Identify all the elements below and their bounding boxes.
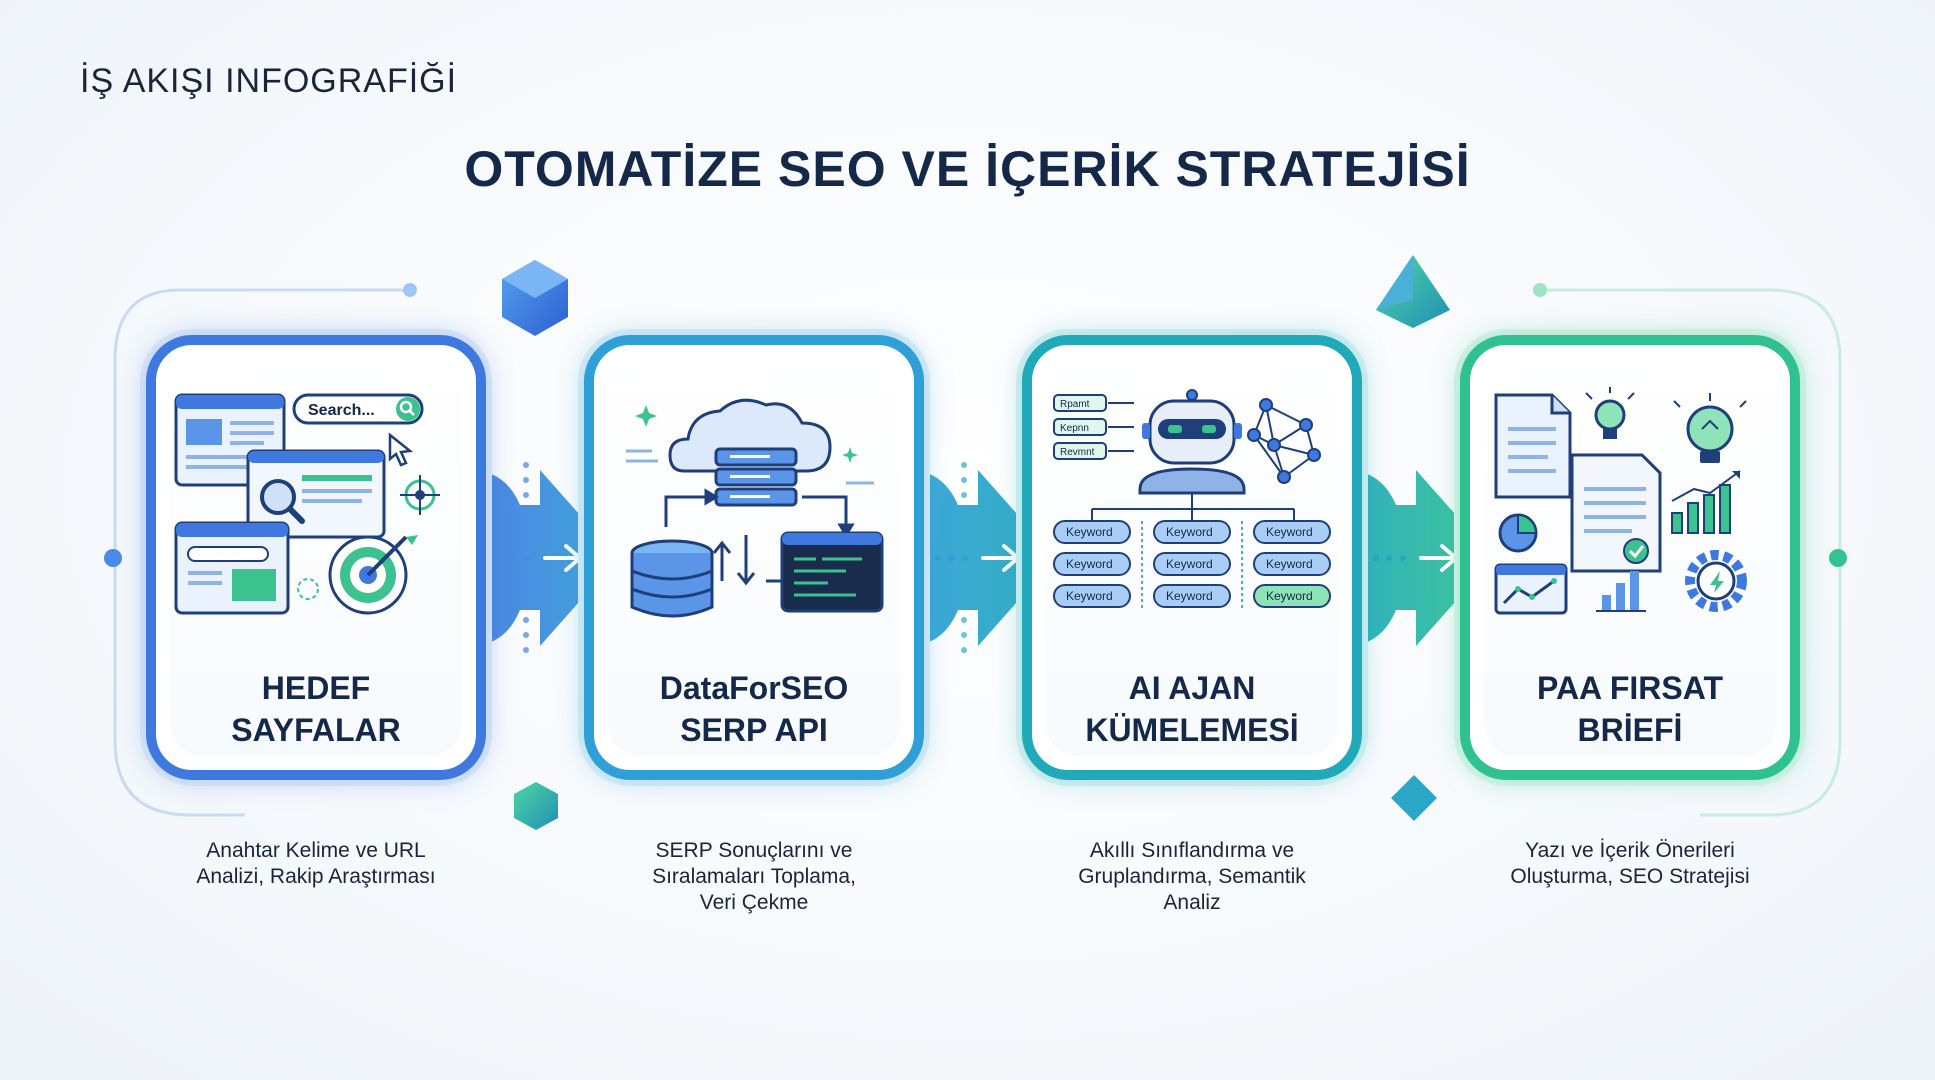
right-node-dot xyxy=(1829,549,1847,567)
step-description: Yazı ve İçerik Önerileri Oluşturma, SEO … xyxy=(1460,838,1800,890)
keyword-chip: Keyword xyxy=(1153,552,1231,576)
search-bar: Search... xyxy=(292,393,424,425)
keyword-label: Keyword xyxy=(1266,589,1313,603)
desc-line: Sıralamaları Toplama, xyxy=(652,865,856,888)
terminal-icon xyxy=(780,531,884,613)
step-card-ai-clustering: Rpamt Kepnn Revmnt Keyword Keyword Keyw xyxy=(1022,335,1362,780)
step-description: SERP Sonuçlarını ve Sıralamaları Toplama… xyxy=(584,838,924,916)
left-node-dot xyxy=(104,549,122,567)
keyword-label: Keyword xyxy=(1166,525,1213,539)
line-chart-icon xyxy=(1494,563,1568,615)
connector-arrow-3 xyxy=(1346,470,1494,646)
desc-line: Veri Çekme xyxy=(699,891,809,914)
keyword-label: Keyword xyxy=(1066,525,1113,539)
keyword-chip: Keyword xyxy=(1053,520,1131,544)
step-title-line: HEDEF xyxy=(261,670,371,706)
target-icon xyxy=(328,535,418,615)
step-title: PAA FIRSAT BRİEFİ xyxy=(1470,667,1790,751)
step-card-target-pages: Search... xyxy=(146,335,486,780)
step-description: Anahtar Kelime ve URL Analizi, Rakip Ara… xyxy=(146,838,486,890)
ai-clustering-illustration: Rpamt Kepnn Revmnt Keyword Keyword Keyw xyxy=(1053,389,1331,609)
input-tags: Rpamt Kepnn Revmnt xyxy=(1053,394,1134,460)
desc-line: Analiz xyxy=(1163,891,1221,914)
bar-chart-icon-small xyxy=(1596,571,1646,612)
cursor-icon xyxy=(388,432,414,467)
keyword-label: Keyword xyxy=(1066,589,1113,603)
search-placeholder: Search... xyxy=(308,402,375,419)
step-title: AI AJAN KÜMELEMESİ xyxy=(1032,667,1352,751)
keyword-chip: Keyword xyxy=(1253,552,1331,576)
keyword-chip: Keyword xyxy=(1253,584,1331,608)
step-title-line: BRİEFİ xyxy=(1577,712,1683,748)
eyebrow-label: İŞ AKIŞI INFOGRAFİĞİ xyxy=(80,62,458,100)
step-title-line: KÜMELEMESİ xyxy=(1085,712,1299,748)
database-icon xyxy=(630,539,714,618)
keyword-chip: Keyword xyxy=(1253,520,1331,544)
step-title-line: DataForSEO xyxy=(659,670,849,706)
step-title-line: SERP API xyxy=(680,712,828,748)
page-title: OTOMATİZE SEO VE İÇERİK STRATEJİSİ xyxy=(464,141,1471,197)
input-tag: Revmnt xyxy=(1060,447,1095,458)
desc-line: Gruplandırma, Semantik xyxy=(1078,865,1306,888)
serp-api-illustration xyxy=(626,398,884,618)
desc-line: Analizi, Rakip Araştırması xyxy=(196,865,436,888)
keyword-label: Keyword xyxy=(1166,589,1213,603)
lightbulb-icon-large xyxy=(1673,393,1747,463)
crosshair-icon xyxy=(400,475,440,515)
cube-icon-top-left xyxy=(502,260,568,336)
step-title-line: AI AJAN xyxy=(1128,670,1256,706)
step-card-paa-brief: PAA FIRSAT BRİEFİ xyxy=(1460,335,1800,780)
step-description: Akıllı Sınıflandırma ve Gruplandırma, Se… xyxy=(1022,838,1362,916)
report-document-icon xyxy=(1570,453,1662,573)
neural-network-icon xyxy=(1247,398,1321,484)
step-card-dataforseo: DataForSEO SERP API xyxy=(584,335,924,780)
keyword-grid: Keyword Keyword Keyword Keyword Keyword … xyxy=(1053,520,1331,609)
step-title-line: SAYFALAR xyxy=(231,712,401,748)
document-icon xyxy=(1494,393,1572,499)
paa-brief-illustration xyxy=(1494,387,1747,615)
desc-line: Akıllı Sınıflandırma ve xyxy=(1089,839,1295,862)
step-title: HEDEF SAYFALAR xyxy=(156,667,476,751)
keyword-label: Keyword xyxy=(1266,525,1313,539)
desc-line: Oluşturma, SEO Stratejisi xyxy=(1510,865,1750,888)
desc-line: SERP Sonuçlarını ve xyxy=(655,839,853,862)
tree-lines xyxy=(1091,493,1295,521)
keyword-label: Keyword xyxy=(1266,557,1313,571)
browser-window-icon-2 xyxy=(174,521,290,615)
keyword-chip: Keyword xyxy=(1053,552,1131,576)
pie-chart-icon xyxy=(1498,513,1538,553)
connector-arrow-1 xyxy=(470,462,618,653)
keyword-label: Keyword xyxy=(1066,557,1113,571)
step-title-line: PAA FIRSAT xyxy=(1536,670,1724,706)
keyword-chip: Keyword xyxy=(1053,584,1131,608)
keyword-chip: Keyword xyxy=(1153,520,1231,544)
sparkle-icon xyxy=(635,405,858,463)
magnifier-page-icon xyxy=(246,449,386,539)
glow-dot xyxy=(1533,283,1547,297)
server-icon xyxy=(714,447,798,507)
input-tag: Kepnn xyxy=(1060,423,1089,434)
keyword-chip: Keyword xyxy=(1153,584,1231,608)
glow-dot xyxy=(403,283,417,297)
diamond-icon-bottom-right xyxy=(1391,775,1437,821)
bar-chart-icon xyxy=(1671,470,1741,534)
keyword-label: Keyword xyxy=(1166,557,1213,571)
pyramid-icon-top-right xyxy=(1376,255,1450,328)
gear-icon xyxy=(1685,550,1747,612)
desc-line: Yazı ve İçerik Önerileri xyxy=(1525,839,1735,862)
lightbulb-icon xyxy=(1585,387,1635,439)
target-pages-illustration: Search... xyxy=(174,393,440,615)
robot-icon xyxy=(1138,389,1246,495)
desc-line: Anahtar Kelime ve URL xyxy=(206,839,426,862)
input-tag: Rpamt xyxy=(1060,399,1090,410)
step-title: DataForSEO SERP API xyxy=(594,667,914,751)
hexagon-icon-bottom-left xyxy=(514,782,558,830)
